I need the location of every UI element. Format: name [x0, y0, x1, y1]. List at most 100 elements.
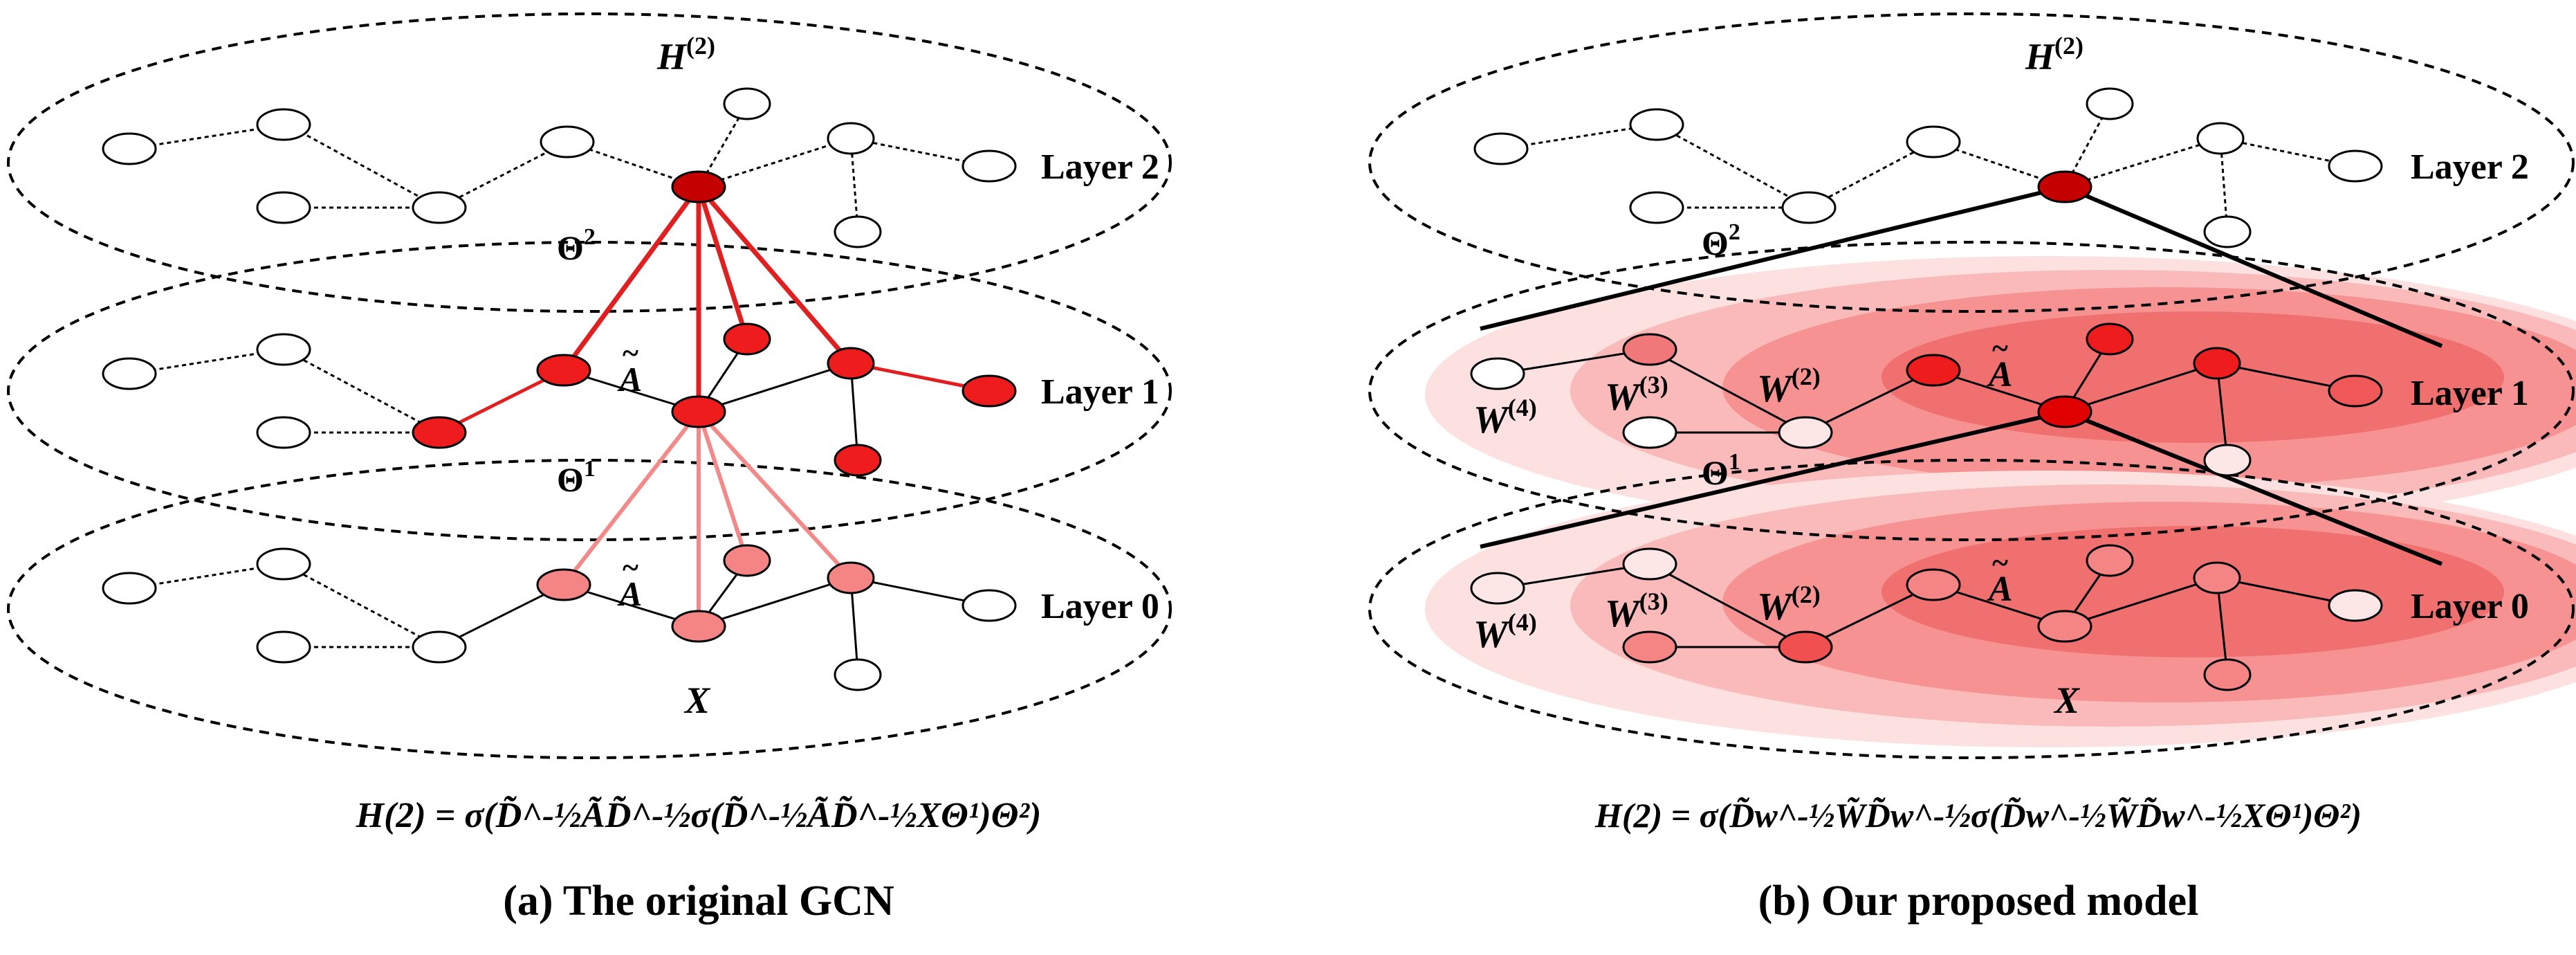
right-panel: H(2) Layer 2 Layer 1 Layer 0 Θ2 Θ1 W(4) … [1368, 12, 2576, 925]
left-theta2-label: Θ2 [557, 224, 596, 267]
left-formula: H(2) = σ(D̃^-½ÃD̃^-½σ(D̃^-½ÃD̃^-½XΘ¹)Θ²) [356, 796, 1042, 835]
left-layer1-nodes [102, 322, 1017, 477]
left-layer0-plane [7, 459, 1172, 759]
tilde-mark: ~ [623, 551, 638, 585]
graph-node [1906, 125, 1961, 158]
right-w3-label-layer0: W(3) [1605, 588, 1668, 635]
heat-ring-1 [1882, 526, 2504, 657]
right-layer2-plane [1368, 12, 2575, 313]
weighted-node [2037, 610, 2092, 643]
weighted-node [2203, 658, 2252, 691]
weighted-node [2193, 347, 2241, 380]
graph-node [102, 572, 157, 605]
input-node [536, 568, 591, 601]
right-theta-lines [1480, 185, 2443, 566]
weighted-node [1778, 416, 1833, 449]
tilde-mark: ~ [623, 336, 638, 370]
graph-node [834, 215, 882, 248]
neighbor-node [962, 374, 1017, 408]
weighted-node [2328, 374, 2383, 408]
graph-node [1622, 416, 1677, 449]
weighted-node [2086, 544, 2134, 577]
right-layer0-label: Layer 0 [2411, 587, 2529, 626]
right-layer1-plane [1368, 241, 2575, 541]
target-node [671, 170, 726, 203]
weighted-node [2203, 444, 2252, 477]
right-w3-label-layer1: W(3) [1605, 371, 1668, 419]
graph-node [834, 658, 882, 691]
left-theta1-label: Θ1 [557, 456, 596, 499]
graph-node [2203, 215, 2252, 248]
neighbor-node [827, 347, 875, 380]
right-layer1-heat [1425, 256, 2576, 533]
weighted-node [1906, 354, 1961, 387]
left-layer2-label: Layer 2 [1041, 147, 1159, 187]
graph-node [2086, 87, 2134, 120]
weighted-node [1622, 630, 1677, 664]
graph-node [2328, 149, 2383, 183]
graph-node [256, 333, 311, 366]
graph-node [1781, 191, 1837, 224]
neighbor-node [834, 444, 882, 477]
right-input-label: X [2053, 680, 2081, 721]
graph-node [1470, 357, 1525, 390]
graph-node [1473, 132, 1529, 165]
left-input-label: X [683, 680, 711, 721]
right-layer1-nodes [1470, 322, 2383, 477]
graph-node [723, 87, 771, 120]
weighted-node [1622, 333, 1677, 366]
left-layer1-edges [129, 338, 859, 461]
graph-node [256, 108, 311, 141]
left-layer2-plane [7, 12, 1172, 313]
graph-node [962, 149, 1017, 183]
right-output-label: H(2) [2025, 32, 2083, 78]
tilde-mark: ~ [1992, 546, 2008, 580]
graph-node [256, 191, 311, 224]
graph-node [1470, 572, 1525, 605]
target-node [2037, 395, 2092, 428]
right-adjacency-label-layer1: A [1987, 355, 2013, 394]
right-layer2-label: Layer 2 [2411, 147, 2529, 187]
left-layer1-plane [7, 241, 1172, 541]
left-layer1-label: Layer 1 [1041, 372, 1159, 412]
right-formula: H(2) = σ(D̃w^-½W̃D̃w^-½σ(D̃w^-½W̃D̃w^-½X… [1594, 796, 2362, 835]
input-node [827, 561, 875, 594]
right-w2-label-layer0: W(2) [1757, 581, 1821, 628]
neighbor-node [412, 416, 467, 449]
right-theta2-label: Θ2 [1702, 219, 1740, 262]
weighted-node [1622, 547, 1677, 581]
right-layer1-label: Layer 1 [2411, 374, 2529, 413]
target-node [2037, 170, 2092, 203]
weighted-node [1778, 630, 1833, 664]
right-layer0-heat [1425, 471, 2576, 747]
graph-node [256, 547, 311, 581]
right-w2-label-layer1: W(2) [1757, 363, 1821, 410]
right-w4-label-layer1: W(4) [1473, 394, 1537, 442]
graph-node [102, 357, 157, 390]
neighbor-node [671, 395, 726, 428]
right-caption: (b) Our proposed model [1758, 877, 2199, 925]
right-layer0-plane [1368, 459, 2575, 759]
graph-node [256, 416, 311, 449]
input-node [723, 544, 771, 577]
right-theta1-label: Θ1 [1702, 449, 1740, 492]
tilde-mark: ~ [1992, 331, 2008, 365]
graph-node [962, 589, 1017, 622]
graph-node [540, 125, 595, 158]
left-panel: H(2) Layer 2 Layer 1 Layer 0 Θ2 Θ1 A ~ A… [7, 12, 1172, 925]
graph-node [2328, 589, 2383, 622]
weighted-node [1906, 568, 1961, 601]
graph-node [1629, 108, 1684, 141]
left-adjacency-label-layer0: A [617, 574, 642, 613]
left-theta1-edges [562, 410, 853, 626]
right-adjacency-label-layer0: A [1987, 570, 2013, 609]
weighted-node [2193, 561, 2241, 594]
weighted-node [2086, 322, 2134, 356]
graph-node [102, 132, 157, 165]
left-layer0-nodes [102, 544, 1017, 691]
graph-node [2196, 122, 2245, 155]
left-theta2-edges [562, 185, 853, 412]
graph-node [412, 630, 467, 664]
left-caption: (a) The original GCN [503, 877, 894, 925]
